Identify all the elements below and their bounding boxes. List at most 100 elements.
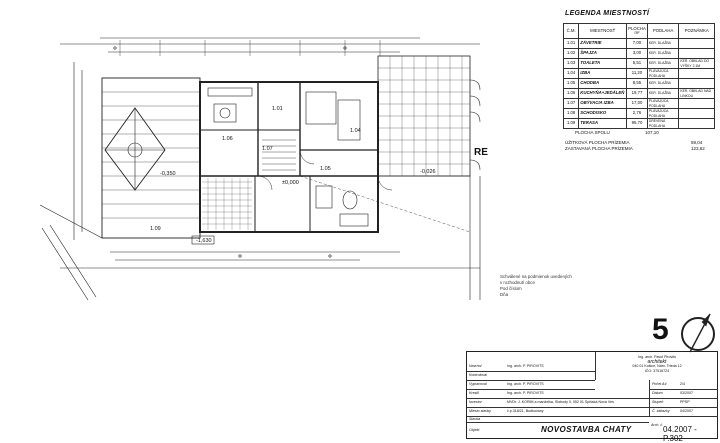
level-marker-interior: ±0,000	[282, 180, 299, 186]
table-row: 1.09 TERASA 95,70 DREVENÁ PODLAHA	[562, 118, 715, 129]
row-area: 19,77	[626, 88, 648, 99]
total-area-value: 107,10	[645, 130, 659, 135]
room-legend: LEGENDA MIESTNOSTÍ Č.M. MIESTNOSŤ PLOCHA…	[562, 10, 715, 152]
tb-value: MVDr. J. KORIM a manželka, Slobody 3, 05…	[507, 400, 614, 404]
row-note	[678, 98, 715, 109]
row-floor: PLÁVAJÚCA PODLAHA	[646, 68, 680, 79]
tb-label: Miesto stavby	[469, 409, 491, 413]
row-num: 1.04	[562, 68, 580, 79]
tb-row-investor: Investor MVDr. J. KORIM a manželka, Slob…	[467, 398, 649, 408]
row-area: 7,00	[626, 38, 648, 49]
stamp-line-3: Pod číslom	[500, 286, 522, 291]
legend-title: LEGENDA MIESTNOSTÍ	[565, 10, 650, 17]
legend-header-row: Č.M. MIESTNOSŤ PLOCHA m² PODLAHA POZNÁMK…	[562, 23, 715, 39]
room-label-room: 1.04	[350, 128, 361, 134]
tb-value: PPSP	[680, 400, 690, 404]
tb-label: Stavba	[469, 416, 481, 421]
row-floor: KER. DLAŽBA	[646, 58, 680, 69]
row-floor: KER. DLAŽBA	[646, 38, 680, 49]
tb-row-designed: Navrhol Ing. arch. P. PIROVITS	[467, 362, 595, 372]
office-id: IČO: 37516724	[644, 368, 670, 373]
usable-area-value: 59,04	[691, 140, 703, 145]
object-label: Objekt	[469, 428, 480, 432]
table-row: 1.05 CHODBA 8,55 KER. DLAŽBA	[562, 78, 715, 89]
sheet-label: Arch. č.	[651, 423, 664, 427]
row-note	[678, 78, 715, 89]
office-title: architekt	[647, 358, 667, 365]
table-row: 1.02 ŠPAJZA 3,00 KER. DLAŽBA	[562, 48, 715, 59]
header-area: PLOCHA m²	[626, 23, 648, 39]
total-area-label: PLOCHA SPOLU	[575, 130, 610, 135]
office-stamp: Ing. arch. Pavol Pirovits architekt 040 …	[595, 352, 718, 380]
row-note	[678, 38, 715, 49]
row-area: 95,70	[626, 118, 648, 129]
stamp-line-4: Dňa	[500, 292, 509, 297]
tb-label: Navrhol	[469, 364, 482, 368]
built-area-row: ZASTAVANÁ PLOCHA PRÍZEMIA 123,62	[565, 146, 715, 152]
row-floor: PLÁVAJÚCA PODLAHA	[646, 108, 680, 119]
tb-value: 2/4	[680, 382, 685, 386]
project-row: Objekt NOVOSTAVBA CHATY Arch. č. 04.2007…	[467, 422, 717, 443]
tb-row-location: Miesto stavby č.p.318/21, Budkovany	[467, 407, 649, 417]
row-num: 1.08	[562, 108, 580, 119]
north-arrow-number: 5	[652, 313, 669, 346]
row-room: TOALETA	[578, 58, 628, 69]
built-area-value: 123,62	[691, 146, 705, 151]
row-floor: KER. DLAŽBA	[646, 88, 680, 99]
row-floor: PLÁVAJÚCA PODLAHA	[646, 98, 680, 109]
table-row: 1.03 TOALETA 5,51 KER. DLAŽBA KER. OBKLA…	[562, 58, 715, 69]
tb-row-drawn: Kreslil Ing. arch. P. PIROVITS	[467, 389, 649, 399]
usable-area-row: ÚŽITKOVÁ PLOCHA PRÍZEMIA 59,04	[565, 140, 715, 146]
header-note: POZNÁMKA	[678, 23, 715, 39]
office-name: Ing. arch. Pavol Pirovits	[638, 355, 676, 359]
tb-label: Kreslil	[469, 391, 479, 395]
row-note: KER. OBKLAD DO VÝŠKY 2.1M	[678, 58, 715, 69]
tb-value: 04/2007	[680, 409, 693, 413]
row-num: 1.06	[562, 88, 580, 99]
row-num: 1.01	[562, 38, 580, 49]
room-label-terrace: 1.09	[150, 226, 161, 232]
level-marker-bottom: -1,630	[196, 238, 212, 244]
row-floor: KER. DLAŽBA	[646, 78, 680, 89]
room-label-hall: 1.05	[320, 166, 331, 172]
row-room: IZBA	[578, 68, 628, 79]
table-row: 1.06 KUCHYŇA+JEDÁLEŇ 19,77 KER. DLAŽBA K…	[562, 88, 715, 99]
approval-stamp: Schválené na podmienok uvedených v rozho…	[500, 274, 572, 298]
usable-area-label: ÚŽITKOVÁ PLOCHA PRÍZEMIA	[565, 140, 630, 145]
project-title: NOVOSTAVBA CHATY	[541, 425, 632, 434]
level-marker-right: -0,026	[420, 169, 436, 175]
level-marker-terrace: -0,350	[160, 171, 176, 177]
row-room: ZÁVETRIE	[578, 38, 628, 49]
office-address: 040 01 Košice, Nám. Trieda 12	[632, 364, 682, 369]
row-note	[678, 118, 715, 129]
title-block: Ing. arch. Pavol Pirovits architekt 040 …	[466, 351, 718, 443]
tb-row-prepared: Vypracoval Ing. arch. P. PIROVITS	[467, 380, 595, 390]
tb-stage: Stupeň PPSP	[649, 398, 718, 408]
row-num: 1.07	[562, 98, 580, 109]
built-area-label: ZASTAVANÁ PLOCHA PRÍZEMIA	[565, 146, 633, 151]
tb-row-building: Stavba	[467, 416, 649, 423]
table-row: 1.07 OBÝVACIA IZBA 17,00 PLÁVAJÚCA PODLA…	[562, 98, 715, 109]
table-row: 1.04 IZBA 11,20 PLÁVAJÚCA PODLAHA	[562, 68, 715, 79]
row-note	[678, 108, 715, 119]
tb-label: Kontroloval	[469, 373, 487, 377]
row-num: 1.05	[562, 78, 580, 89]
row-room: TERASA	[578, 118, 628, 129]
tb-row-checked: Kontroloval	[467, 371, 595, 381]
table-row: 1.01 ZÁVETRIE 7,00 KER. DLAŽBA	[562, 38, 715, 49]
header-room: MIESTNOSŤ	[578, 23, 628, 39]
row-floor: DREVENÁ PODLAHA	[646, 118, 680, 129]
tb-value: Ing. arch. P. PIROVITS	[507, 364, 544, 368]
total-area-row: PLOCHA SPOLU 107,10	[575, 130, 715, 136]
stamp-line-2: v rozhodnutí obce	[500, 280, 535, 285]
tb-order: Č. zákazky 04/2007	[649, 407, 718, 417]
row-room: KUCHYŇA+JEDÁLEŇ	[578, 88, 628, 99]
drawing-code: 04.2007 - P.302	[663, 425, 697, 443]
header-num: Č.M.	[562, 23, 580, 39]
row-room: CHODBA	[578, 78, 628, 89]
row-area: 3,00	[626, 48, 648, 59]
row-note: KER. OBKLAD NAD LINKOU	[678, 88, 715, 99]
row-note	[678, 68, 715, 79]
row-num: 1.02	[562, 48, 580, 59]
